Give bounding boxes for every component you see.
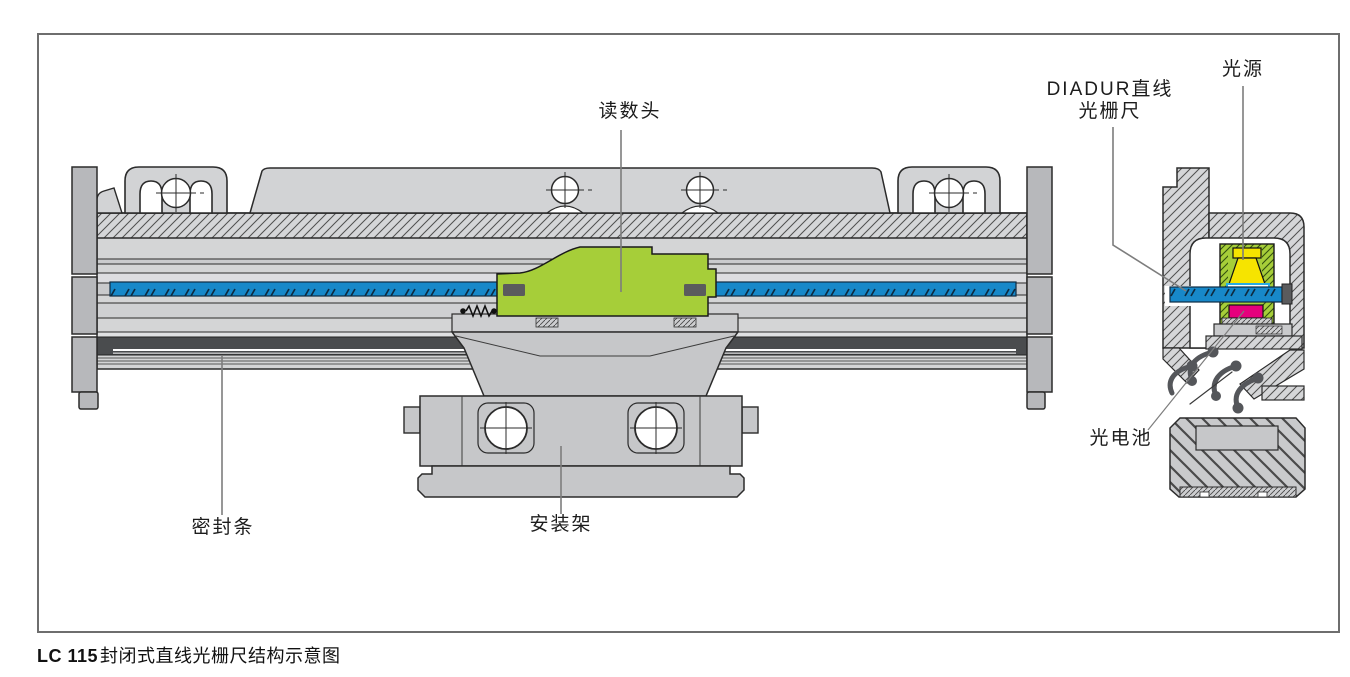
plate-screw-right (681, 172, 727, 208)
top-mounting-plate (96, 167, 891, 214)
label-photocell: 光电池 (1089, 428, 1153, 449)
scanning-unit (1169, 243, 1303, 350)
mounting-lug-right (897, 166, 1001, 214)
scale-clamp (1281, 283, 1293, 305)
label-scale-line2: 光栅尺 (1078, 101, 1142, 122)
label-sealing-strip: 密封条 (191, 517, 255, 538)
mounting-lug-left (124, 166, 228, 214)
plate-screw-left (546, 172, 592, 208)
end-cap-right (1026, 166, 1053, 410)
carriage (450, 313, 740, 397)
label-mounting-bracket: 安装架 (529, 514, 593, 535)
label-scale: DIADUR直线 光栅尺 (1030, 79, 1190, 123)
leader-lines (221, 86, 1245, 515)
label-scale-line1: DIADUR直线 (1046, 79, 1174, 100)
caption-model: LC 115 (37, 646, 99, 666)
end-cap-left (71, 166, 99, 410)
leader-photocell (1147, 310, 1245, 431)
main-view (71, 166, 1053, 498)
section-scale (1169, 286, 1283, 303)
leader-scale (1112, 127, 1187, 292)
section-lip-right (1239, 349, 1305, 400)
spring (460, 303, 497, 319)
mounting-bracket (403, 395, 759, 498)
label-light-source: 光源 (1221, 59, 1264, 80)
bottom-mounting-block (1169, 417, 1306, 498)
section-lower-block (1261, 385, 1305, 401)
photocell-chip (1228, 304, 1264, 319)
housing-hatched-band (96, 212, 1028, 239)
caption-text: 封闭式直线光栅尺结构示意图 (100, 646, 341, 666)
cross-section-view (1162, 167, 1306, 498)
label-reading-head: 读数头 (598, 101, 662, 122)
reading-head (496, 246, 717, 317)
